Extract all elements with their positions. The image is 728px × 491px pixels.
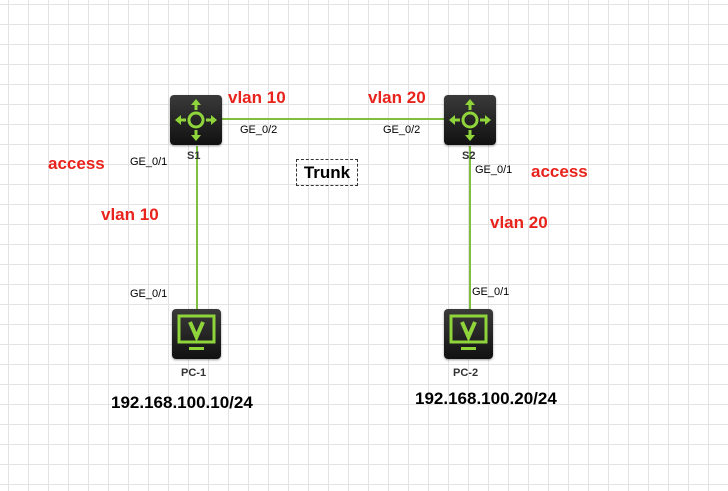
s1-port-ge02-label: GE_0/2 — [240, 124, 278, 136]
switch-s2[interactable] — [444, 95, 496, 145]
s2-access-vlan-annotation: vlan 20 — [490, 213, 548, 232]
link-s2-pc2 — [469, 146, 471, 309]
switch-s1-label: S1 — [187, 150, 201, 162]
trunk-link-label: Trunk — [296, 159, 358, 186]
link-s1-s2 — [222, 118, 444, 120]
pc-2-ip-address: 192.168.100.20/24 — [415, 389, 557, 408]
pc1-port-ge01-label: GE_0/1 — [130, 288, 168, 300]
pc-2[interactable] — [444, 309, 493, 359]
s1-trunk-vlan-annotation: vlan 10 — [228, 88, 286, 107]
s1-access-vlan-annotation: vlan 10 — [101, 205, 159, 224]
switch-icon — [175, 99, 217, 141]
link-s1-pc1 — [196, 146, 198, 309]
s2-access-mode-annotation: access — [531, 162, 588, 181]
switch-s2-label: S2 — [462, 150, 476, 162]
s2-trunk-vlan-annotation: vlan 20 — [368, 88, 426, 107]
s2-port-ge02-label: GE_0/2 — [383, 124, 421, 136]
pc2-port-ge01-label: GE_0/1 — [472, 286, 510, 298]
pc-monitor-icon — [449, 314, 488, 350]
pc-monitor-icon — [177, 314, 216, 350]
s2-port-ge01-label: GE_0/1 — [475, 164, 513, 176]
s1-port-ge01-label: GE_0/1 — [130, 156, 168, 168]
switch-icon — [449, 99, 491, 141]
pc-1[interactable] — [172, 309, 221, 359]
switch-s1[interactable] — [170, 95, 222, 145]
pc-1-label: PC-1 — [181, 367, 207, 379]
pc-2-label: PC-2 — [453, 367, 479, 379]
pc-1-ip-address: 192.168.100.10/24 — [111, 393, 253, 412]
s1-access-mode-annotation: access — [48, 154, 105, 173]
